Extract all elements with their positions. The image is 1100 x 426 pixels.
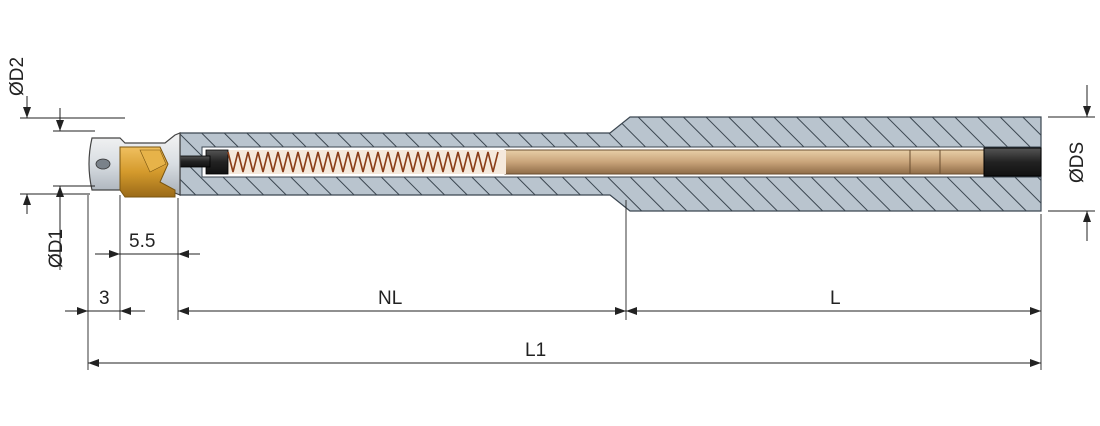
label-ds: ØDS (1067, 142, 1088, 183)
label-l: L (830, 288, 841, 309)
dimension-layer: ØD2 ØD1 ØDS 5.5 3 (7, 57, 1095, 370)
label-d1: ØD1 (46, 229, 67, 268)
rod-end-segment (909, 149, 985, 175)
head-bore (95, 158, 111, 170)
label-d2: ØD2 (7, 57, 28, 96)
label-nl: NL (378, 288, 402, 309)
label-5-5: 5.5 (129, 231, 155, 252)
coolant-rod (504, 149, 911, 175)
set-screw (983, 147, 1042, 177)
insert-facet (139, 149, 167, 173)
spring (205, 149, 506, 175)
label-l1: L1 (525, 340, 546, 361)
label-3: 3 (99, 288, 110, 309)
